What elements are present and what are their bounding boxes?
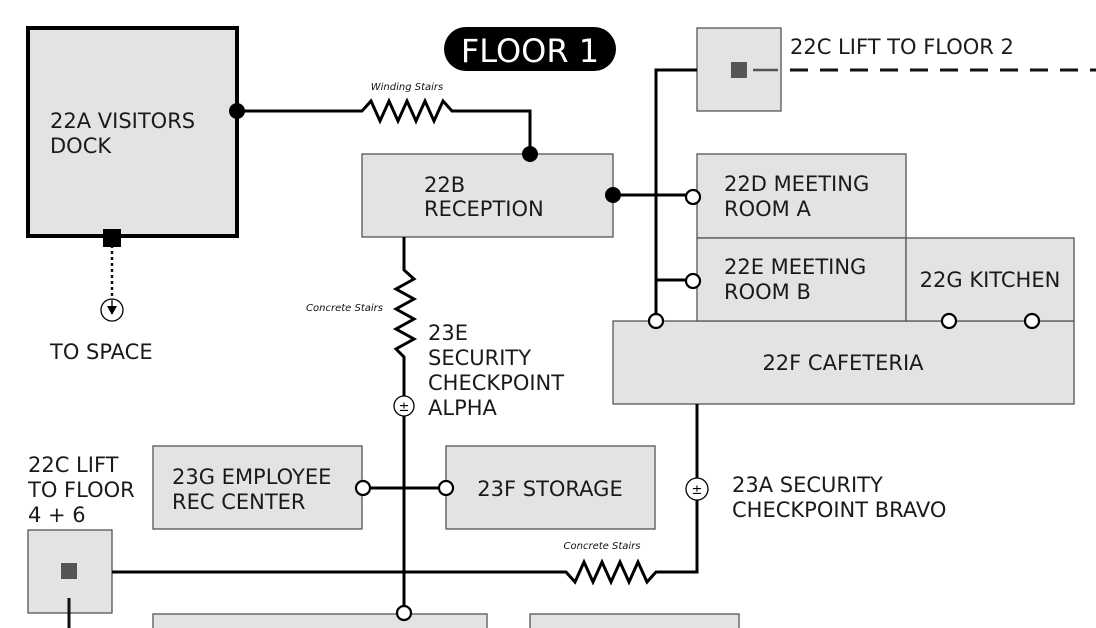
connector-concrete-stairs-lower: Concrete Stairs: [112, 500, 699, 586]
room-label-line-1: 22A VISITORS: [50, 109, 195, 133]
room-22f-cafeteria[interactable]: 22F CAFETERIA: [612, 320, 1075, 405]
room-box: [152, 445, 363, 530]
connector-winding-stairs: Winding Stairs: [237, 82, 532, 154]
port-reception-north: [522, 146, 538, 162]
room-label-line-2: ROOM A: [724, 197, 811, 221]
port-meeting-a-west: [684, 188, 702, 206]
room-22g-kitchen[interactable]: 22G KITCHEN: [905, 237, 1075, 322]
lift-marker-icon: [61, 563, 77, 579]
label-line-2: CHECKPOINT BRAVO: [732, 498, 946, 522]
lift-marker-icon: [731, 62, 747, 78]
connector-lift2-cafeteria: [654, 68, 697, 321]
checkpoint-glyph: ±: [399, 400, 410, 415]
port-storage-west: [437, 479, 455, 497]
checkpoint-alpha-icon[interactable]: ±: [393, 395, 415, 417]
port-meeting-b-west: [684, 272, 702, 290]
connector-label: Winding Stairs: [371, 82, 444, 93]
room-box: [445, 445, 656, 530]
label-line-1: 23E: [428, 321, 468, 345]
port-cafeteria-north: [647, 312, 665, 330]
label-line-1: 23A SECURITY: [732, 473, 883, 497]
port-kitchen-cafeteria-2: [1023, 312, 1041, 330]
room-label-line-1: 23G EMPLOYEE: [172, 465, 331, 489]
label-checkpoint-bravo: 23A SECURITY CHECKPOINT BRAVO: [732, 473, 946, 522]
room-label: 22G KITCHEN: [920, 268, 1061, 292]
connector-label: Concrete Stairs: [564, 541, 641, 552]
checkpoint-bravo-icon[interactable]: ±: [685, 477, 709, 501]
port-rec-east: [354, 479, 372, 497]
room-label-line-2: DOCK: [50, 134, 112, 158]
room-label-line-1: 22B: [424, 173, 465, 197]
port-reception-east: [605, 187, 621, 203]
room-box: [612, 320, 1075, 405]
room-partial-bottom-right[interactable]: [529, 613, 740, 628]
port-kitchen-cafeteria-1: [940, 312, 958, 330]
room-box: [905, 237, 1075, 322]
floor-title-badge: FLOOR 1: [444, 27, 616, 71]
room-label-line-1: 22E MEETING: [724, 255, 866, 279]
label-line-2: TO FLOOR: [27, 478, 135, 502]
port-dock-south: [103, 229, 121, 247]
lift-22c-floor-2[interactable]: [696, 27, 782, 112]
room-partial-bottom-left[interactable]: [152, 613, 488, 628]
room-23g-employee-rec-center[interactable]: 23G EMPLOYEE REC CENTER: [152, 445, 363, 530]
room-label: 23F STORAGE: [477, 477, 622, 501]
port-bottom-room: [395, 604, 413, 622]
room-22b-reception[interactable]: 22B RECEPTION: [361, 153, 614, 238]
room-22d-meeting-room-a[interactable]: 22D MEETING ROOM A: [696, 153, 907, 239]
port-dock-east: [229, 103, 245, 119]
connector-concrete-stairs-upper: Concrete Stairs: [306, 237, 418, 400]
room-23f-storage[interactable]: 23F STORAGE: [445, 445, 656, 530]
label-line-3: CHECKPOINT: [428, 371, 564, 395]
label-checkpoint-alpha: 23E SECURITY CHECKPOINT ALPHA: [428, 321, 564, 420]
room-label: 22F CAFETERIA: [762, 351, 924, 375]
lift-22c-floor-4-6[interactable]: [27, 529, 113, 628]
room-box: [696, 153, 907, 239]
room-22e-meeting-room-b[interactable]: 22E MEETING ROOM B: [696, 237, 907, 322]
room-label-line-2: RECEPTION: [424, 197, 544, 221]
room-label-line-2: ROOM B: [724, 280, 811, 304]
floor-title-background: [444, 27, 616, 71]
label-to-space: TO SPACE: [49, 340, 153, 364]
to-space-icon[interactable]: [100, 298, 124, 322]
label-lift-to-floor-4-6: 22C LIFT TO FLOOR 4 + 6: [27, 453, 135, 527]
room-22a-visitors-dock[interactable]: 22A VISITORS DOCK: [26, 26, 239, 238]
checkpoint-glyph: ±: [692, 483, 703, 498]
room-box: [26, 26, 239, 238]
floor-title: FLOOR 1: [461, 32, 599, 70]
connector-label: Concrete Stairs: [306, 303, 383, 314]
label-line-2: SECURITY: [428, 346, 531, 370]
room-label-line-2: REC CENTER: [172, 490, 306, 514]
label-line-3: 4 + 6: [28, 503, 86, 527]
room-label-line-1: 22D MEETING: [724, 172, 869, 196]
label-lift-to-floor-2: 22C LIFT TO FLOOR 2: [790, 35, 1014, 59]
label-line-4: ALPHA: [428, 396, 498, 420]
label-line-1: 22C LIFT: [28, 453, 119, 477]
room-box: [361, 153, 614, 238]
